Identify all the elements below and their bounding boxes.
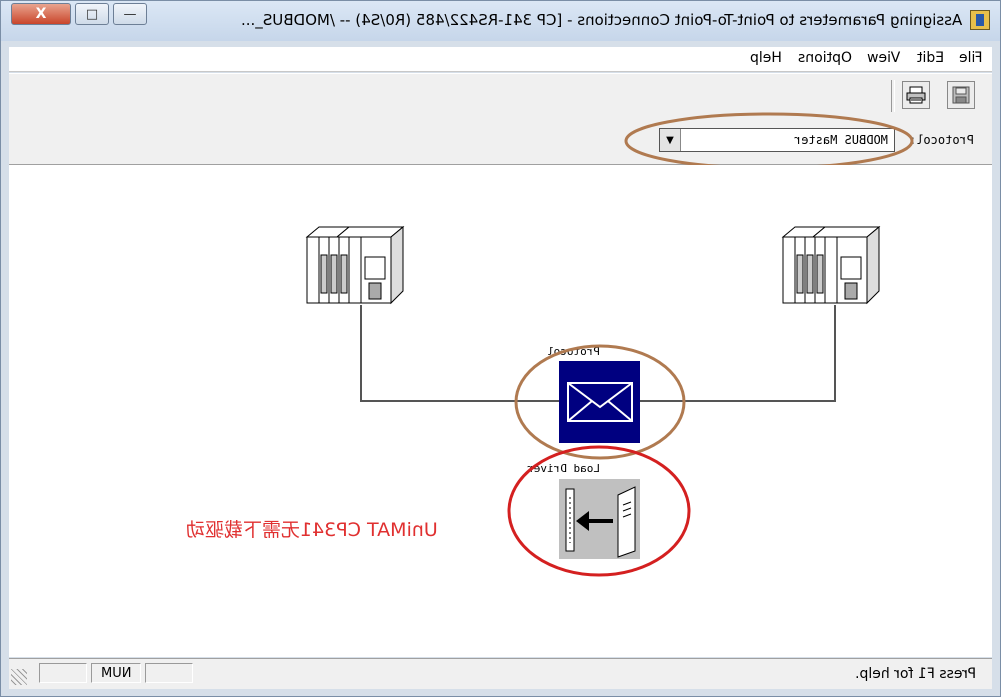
load-driver-highlight-ellipse bbox=[507, 445, 691, 577]
save-button[interactable] bbox=[947, 81, 975, 109]
menu-options[interactable]: Options bbox=[797, 50, 852, 66]
restore-button[interactable]: □ bbox=[75, 3, 109, 25]
annotation-text: UniMAT CP341无需下载驱动 bbox=[186, 519, 438, 541]
close-button[interactable]: X bbox=[11, 3, 71, 25]
plc-left-icon[interactable] bbox=[305, 225, 405, 305]
protocol-dropdown[interactable]: ▼ MODBUS Master bbox=[659, 128, 895, 152]
connection-line-left bbox=[360, 305, 559, 402]
protocol-highlight-ellipse bbox=[514, 344, 686, 460]
title-bar[interactable]: Assigning Parameters to Point-To-Point C… bbox=[1, 1, 1000, 41]
menu-edit[interactable]: Edit bbox=[916, 50, 944, 66]
load-driver-icon bbox=[565, 486, 636, 558]
menu-help[interactable]: Help bbox=[750, 50, 782, 66]
chevron-down-icon[interactable]: ▼ bbox=[660, 129, 681, 151]
load-driver-caption: Load Driver bbox=[527, 462, 600, 475]
envelope-icon bbox=[567, 382, 633, 422]
window-title: Assigning Parameters to Point-To-Point C… bbox=[240, 11, 962, 29]
status-pane-empty-2 bbox=[145, 663, 193, 683]
protocol-bar: Protocol: ▼ MODBUS Master bbox=[9, 112, 992, 170]
status-num-indicator: NUM bbox=[91, 663, 141, 683]
status-bar: Press F1 for help. NUM bbox=[9, 658, 992, 689]
protocol-envelope-bg bbox=[559, 361, 640, 443]
menu-bar: File Edit View Options Help bbox=[9, 47, 992, 72]
plc-right-icon[interactable] bbox=[781, 225, 881, 305]
close-icon: X bbox=[35, 6, 47, 22]
status-help-text: Press F1 for help. bbox=[854, 666, 976, 682]
print-icon bbox=[906, 86, 926, 104]
protocol-button[interactable] bbox=[559, 361, 640, 443]
connection-line-right bbox=[640, 305, 836, 402]
save-icon bbox=[952, 86, 970, 104]
toolbar-separator bbox=[891, 80, 895, 112]
minimize-button[interactable]: — bbox=[113, 3, 147, 25]
main-canvas: Protocol Load Driver bbox=[9, 165, 992, 657]
minimize-icon: — bbox=[123, 6, 137, 22]
protocol-caption: Protocol bbox=[547, 345, 600, 358]
menu-view[interactable]: View bbox=[866, 50, 900, 66]
resize-grip-icon[interactable] bbox=[11, 669, 27, 685]
toolbar bbox=[9, 73, 992, 119]
connection-diagram: Protocol Load Driver bbox=[305, 225, 881, 577]
load-driver-button[interactable] bbox=[559, 479, 640, 559]
status-pane-empty-1 bbox=[39, 663, 87, 683]
menu-file[interactable]: File bbox=[958, 50, 982, 66]
restore-icon: □ bbox=[85, 6, 99, 22]
app-icon[interactable] bbox=[970, 10, 990, 30]
print-button[interactable] bbox=[902, 81, 930, 109]
